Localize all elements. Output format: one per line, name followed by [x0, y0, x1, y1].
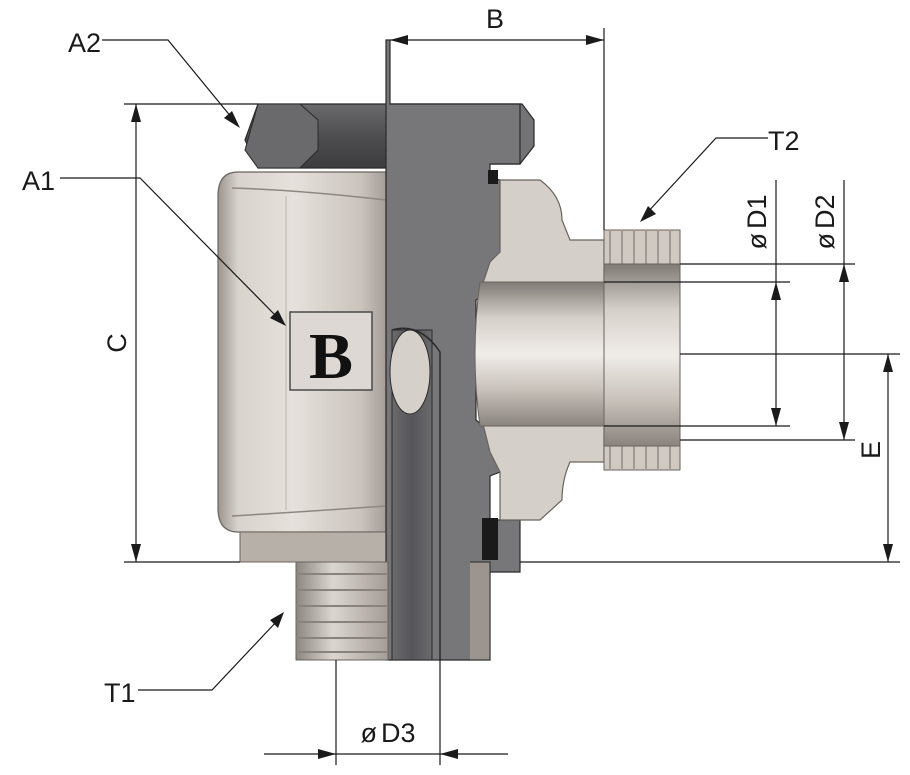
callout-a2: A2 [68, 28, 240, 128]
label-t1: T1 [104, 678, 136, 708]
dimension-e: E [520, 353, 900, 563]
callout-t1: T1 [104, 612, 284, 708]
label-d3: D3 [381, 718, 416, 748]
callout-t2: T2 [640, 126, 800, 222]
dimension-d2: ø D2 [680, 180, 855, 441]
thread-t1 [295, 561, 491, 661]
label-a1: A1 [22, 166, 55, 196]
svg-text:øD3: øD3 [360, 718, 415, 748]
label-d2: D2 [810, 194, 840, 229]
dimension-b: B [390, 4, 605, 230]
label-c: C [102, 333, 132, 353]
label-d1: D1 [742, 194, 772, 229]
marking-letter: B [309, 320, 353, 393]
diameter-symbol-d2: ø [810, 233, 840, 250]
label-b: B [486, 4, 504, 34]
right-port [474, 179, 681, 521]
callout-a1: A1 [22, 166, 286, 326]
svg-text:øD2: ø D2 [810, 194, 840, 249]
diameter-symbol-d3: ø [360, 718, 377, 748]
svg-text:øD1: ø D1 [742, 194, 772, 249]
marking-box: B [289, 311, 373, 393]
label-a2: A2 [68, 28, 101, 58]
label-t2: T2 [768, 126, 800, 156]
diameter-symbol-d1: ø [742, 233, 772, 250]
dimension-d1: ø D1 [604, 180, 790, 427]
label-e: E [856, 441, 886, 459]
section-cut [385, 39, 521, 661]
dimension-c: C [102, 103, 258, 563]
